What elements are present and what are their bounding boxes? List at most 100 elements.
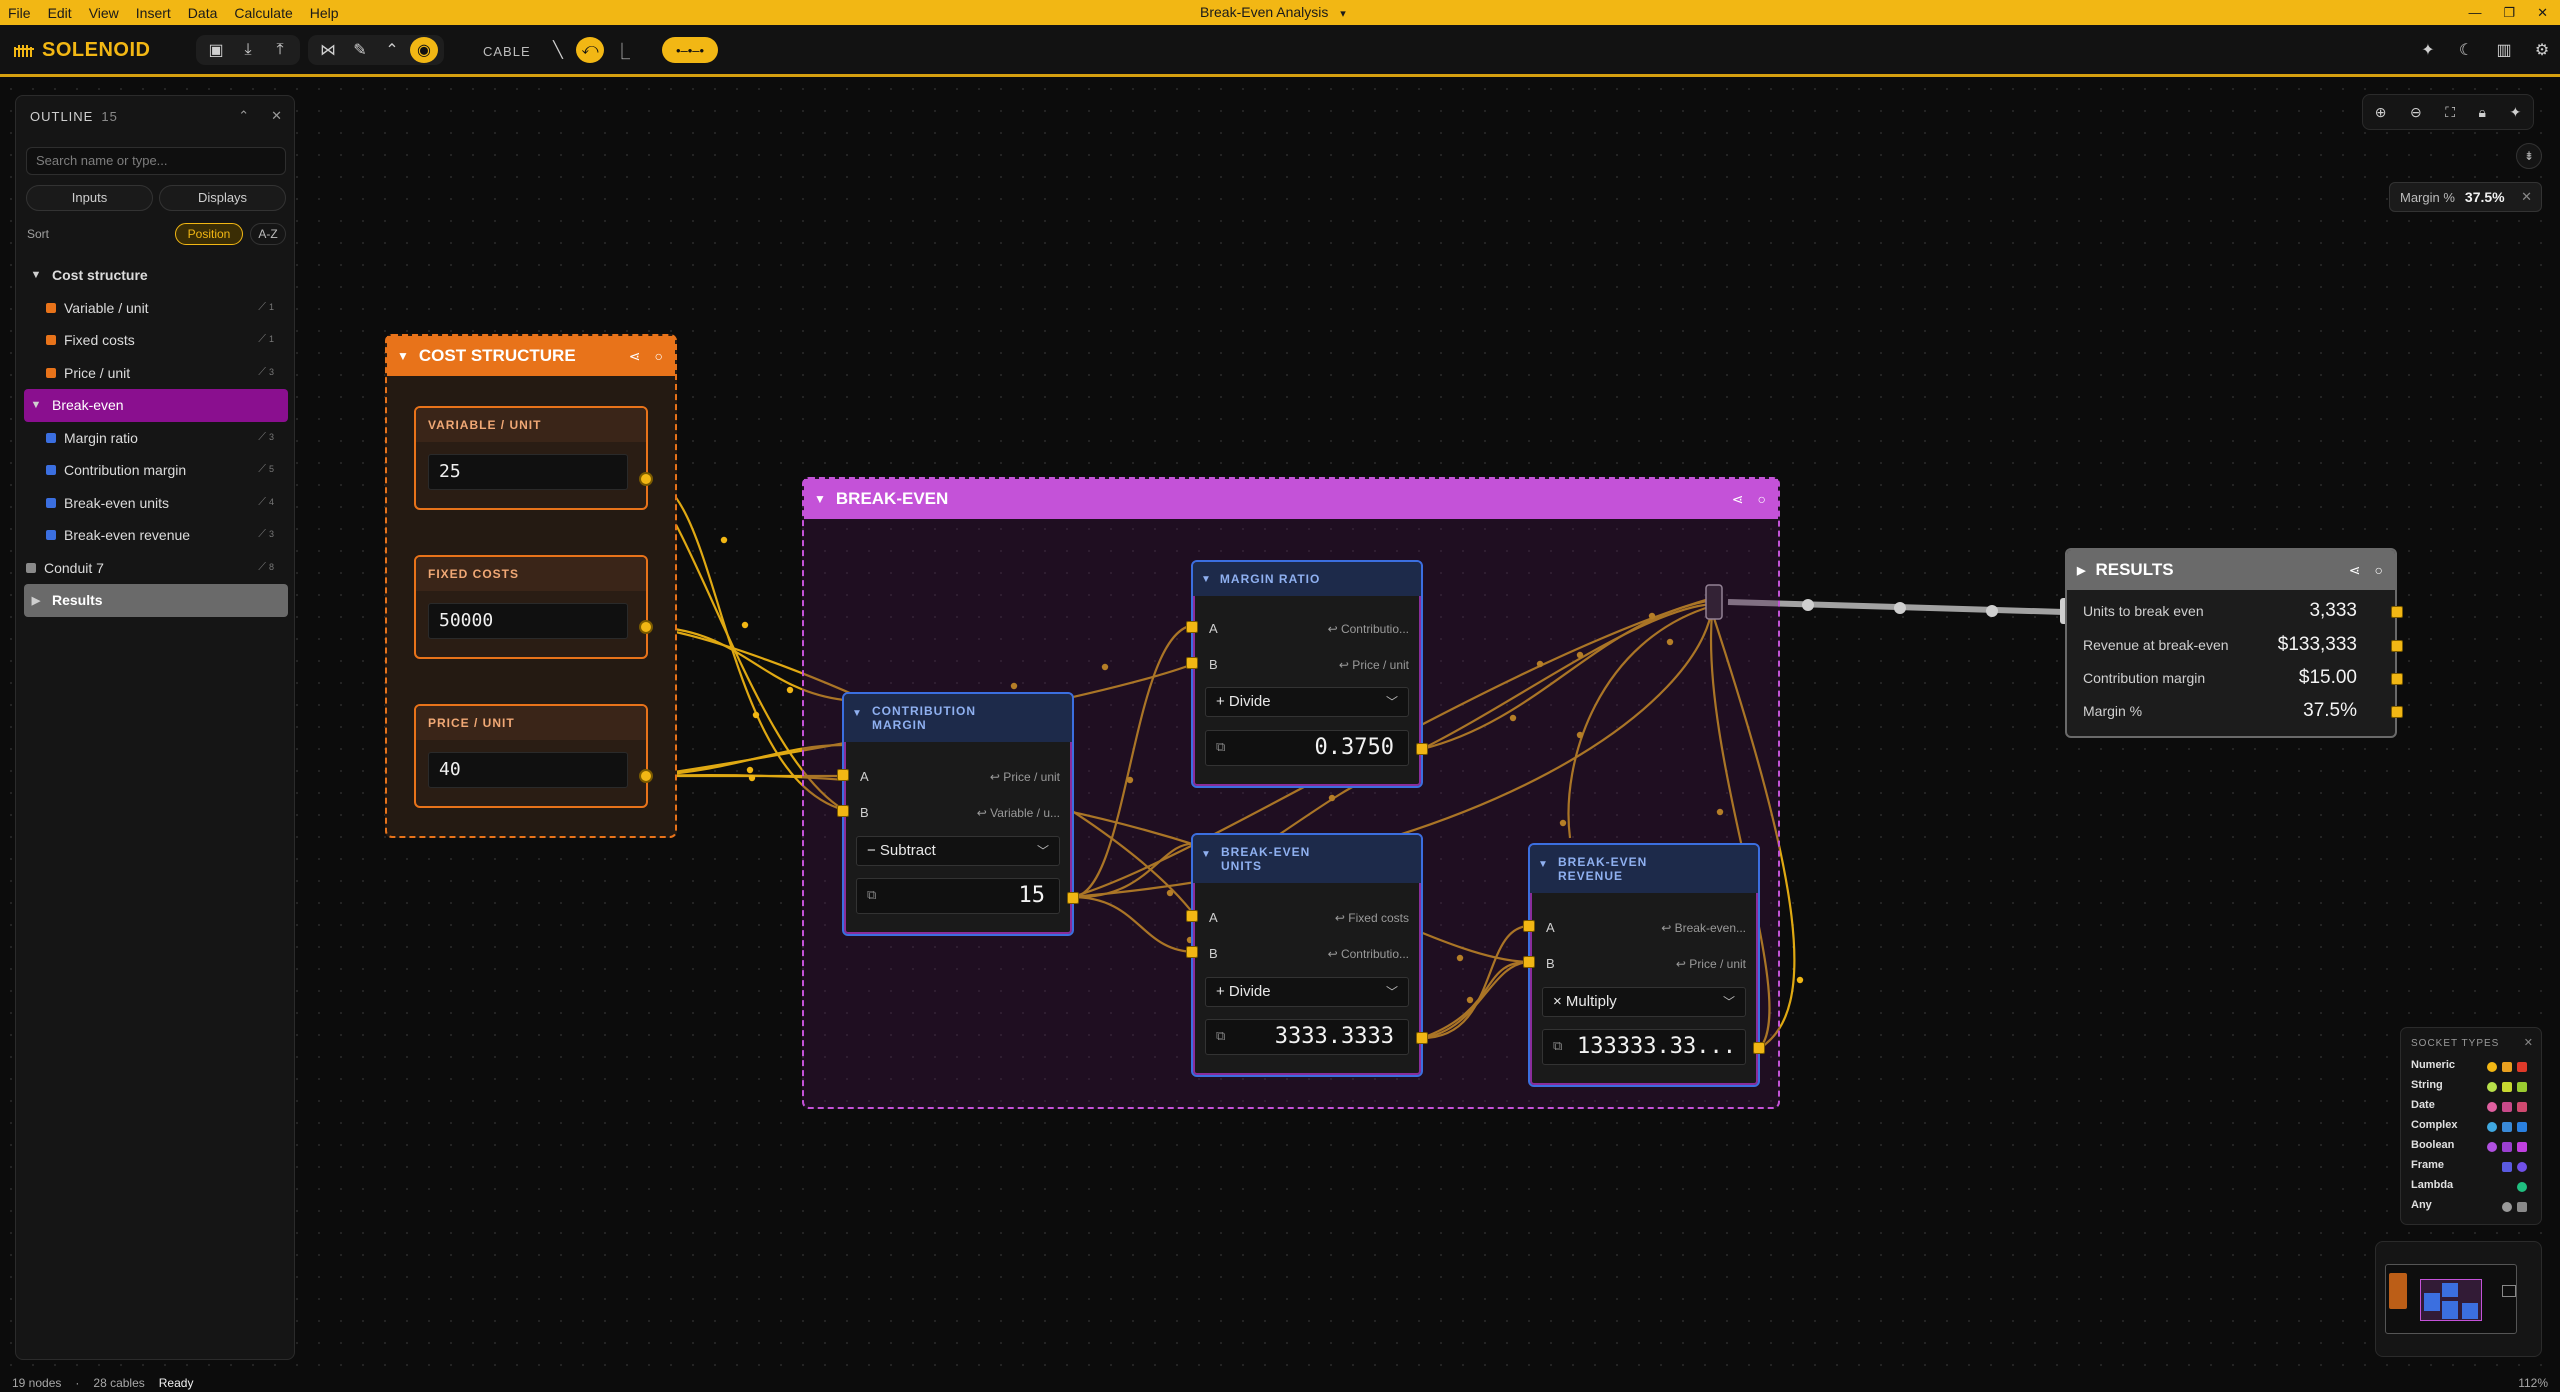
operation-select[interactable]: − Subtract ﹀ — [856, 836, 1060, 866]
minimap-viewport[interactable] — [2385, 1264, 2517, 1334]
operation-select[interactable]: + Divide ﹀ — [1205, 977, 1409, 1007]
step-cable-icon[interactable]: ⎿ — [613, 44, 630, 61]
node-header[interactable]: ▼ MARGIN RATIO — [1193, 562, 1421, 596]
tree-item-cost-structure[interactable]: ▼ Cost structure — [24, 259, 288, 292]
input-node-variable-unit[interactable]: VARIABLE / UNIT 25 — [414, 406, 648, 510]
tree-item-contribution-margin[interactable]: Contribution margin ⟋5 — [24, 454, 288, 487]
download-icon[interactable]: ⤓ — [244, 41, 252, 58]
operation-select[interactable]: + Divide ﹀ — [1205, 687, 1409, 717]
fixed-costs-input[interactable]: 50000 — [428, 603, 628, 639]
copy-icon[interactable]: ⧉ — [1216, 1029, 1226, 1044]
op-node-break-even-revenue[interactable]: ▼ BREAK-EVEN REVENUE A ↩ Break-even... B… — [1528, 843, 1760, 1087]
chevron-down-icon[interactable]: ▼ — [1538, 859, 1549, 870]
sort-position-button[interactable]: Position — [175, 223, 243, 245]
input-node-fixed-costs[interactable]: FIXED COSTS 50000 — [414, 555, 648, 659]
price-unit-output-socket[interactable] — [639, 769, 653, 783]
chevron-right-icon[interactable]: ▶ — [2077, 564, 2086, 577]
close-icon[interactable]: ✕ — [2523, 1037, 2533, 1049]
price-unit-input[interactable]: 40 — [428, 752, 628, 788]
operation-select[interactable]: × Multiply ﹀ — [1542, 987, 1746, 1017]
document-title[interactable]: Break-Even Analysis ▾ — [1200, 0, 1346, 25]
variable-unit-output-socket[interactable] — [639, 472, 653, 486]
node-header[interactable]: ▼ BREAK-EVEN UNITS — [1193, 835, 1421, 883]
node-header[interactable]: ▼ BREAK-EVEN REVENUE — [1530, 845, 1758, 893]
tree-item-conduit-7[interactable]: Conduit 7 ⟋8 — [24, 552, 288, 585]
straight-cable-icon[interactable]: ╲ — [553, 42, 563, 59]
ratio-output-socket[interactable] — [1416, 743, 1428, 755]
revenue-a-socket[interactable] — [1523, 920, 1535, 932]
frame-header[interactable]: ▼ BREAK-EVEN ⋖ ○ — [804, 479, 1778, 519]
units-output-socket[interactable] — [1416, 1032, 1428, 1044]
units-a-socket[interactable] — [1186, 910, 1198, 922]
cable-dots-toggle[interactable]: •–•–• — [662, 37, 718, 63]
menu-calculate[interactable]: Calculate — [234, 4, 293, 21]
wand-icon[interactable]: ✦ — [2421, 42, 2435, 59]
pin-icon[interactable]: ⇟ — [2516, 143, 2542, 169]
node-header[interactable]: ▼ CONTRIBUTION MARGIN — [844, 694, 1072, 742]
pen-icon[interactable]: ✎ — [353, 42, 367, 59]
share-graph-icon[interactable]: ⋈ — [320, 42, 336, 59]
minimize-icon[interactable]: — — [2468, 5, 2482, 20]
node-header[interactable]: ▶ RESULTS ⋖ ○ — [2067, 550, 2395, 590]
curved-cable-icon[interactable]: ⤺ — [576, 37, 604, 63]
circle-toggle-icon[interactable]: ○ — [1757, 490, 1766, 507]
menu-view[interactable]: View — [88, 4, 119, 21]
watch-chip[interactable]: Margin % 37.5% ✕ — [2389, 182, 2542, 212]
book-icon[interactable]: ▥ — [2496, 42, 2512, 59]
result-units-socket[interactable] — [2391, 606, 2403, 618]
filter-tab-displays[interactable]: Displays — [159, 185, 286, 211]
chevron-down-icon[interactable]: ▼ — [30, 399, 42, 412]
tree-item-break-even[interactable]: ▼ Break-even — [24, 389, 288, 422]
variable-unit-input[interactable]: 25 — [428, 454, 628, 490]
tree-item-price-unit[interactable]: Price / unit ⟋3 — [24, 357, 288, 390]
tree-item-results[interactable]: ▶ Results — [24, 584, 288, 617]
revenue-b-socket[interactable] — [1523, 956, 1535, 968]
filter-tab-inputs[interactable]: Inputs — [26, 185, 153, 211]
chevron-down-icon[interactable]: ▼ — [1201, 849, 1212, 860]
contribution-b-socket[interactable] — [837, 805, 849, 817]
chevron-down-icon[interactable]: ▼ — [852, 708, 863, 719]
collapse-all-icon[interactable]: ⌃ — [238, 108, 250, 123]
result-margin-socket[interactable] — [2391, 706, 2403, 718]
result-contribution-socket[interactable] — [2391, 673, 2403, 685]
units-b-socket[interactable] — [1186, 946, 1198, 958]
menu-file[interactable]: File — [8, 4, 31, 21]
chevron-down-icon[interactable]: ▼ — [814, 492, 826, 506]
menu-edit[interactable]: Edit — [47, 4, 72, 21]
circle-toggle-icon[interactable]: ○ — [2374, 561, 2383, 578]
ratio-a-socket[interactable] — [1186, 621, 1198, 633]
tree-item-break-even-units[interactable]: Break-even units ⟋4 — [24, 487, 288, 520]
op-node-break-even-units[interactable]: ▼ BREAK-EVEN UNITS A ↩ Fixed costs B ↩ C… — [1191, 833, 1423, 1077]
save-icon[interactable]: ▣ — [208, 42, 224, 59]
close-window-icon[interactable]: ✕ — [2537, 4, 2548, 20]
revenue-output-socket[interactable] — [1753, 1042, 1765, 1054]
op-node-margin-ratio[interactable]: ▼ MARGIN RATIO A ↩ Contributio... B ↩ Pr… — [1191, 560, 1423, 788]
close-icon[interactable]: ✕ — [271, 108, 282, 123]
gear-icon[interactable]: ⚙ — [2534, 42, 2550, 59]
menu-data[interactable]: Data — [187, 4, 218, 21]
restore-icon[interactable]: ❐ — [2503, 4, 2516, 20]
zoom-in-icon[interactable]: ⊕ — [2374, 103, 2387, 120]
fit-view-icon[interactable]: ⛶ — [2445, 103, 2456, 120]
share-icon[interactable]: ⋖ — [1731, 490, 1744, 507]
results-node[interactable]: ▶ RESULTS ⋖ ○ Units to break even 3,333 … — [2065, 548, 2397, 738]
chevron-down-icon[interactable]: ▼ — [397, 349, 409, 363]
target-icon[interactable]: ◉ — [410, 37, 438, 63]
copy-icon[interactable]: ⧉ — [1553, 1039, 1563, 1054]
tree-item-break-even-revenue[interactable]: Break-even revenue ⟋3 — [24, 519, 288, 552]
op-node-contribution-margin[interactable]: ▼ CONTRIBUTION MARGIN A ↩ Price / unit B… — [842, 692, 1074, 936]
contribution-output-socket[interactable] — [1067, 892, 1079, 904]
sparkle-icon[interactable]: ✦ — [2509, 103, 2522, 120]
upload-icon[interactable]: ⤒ — [276, 41, 284, 58]
tree-item-variable-unit[interactable]: Variable / unit ⟋1 — [24, 292, 288, 325]
collapse-icon[interactable]: ⌃ — [385, 42, 399, 59]
moon-icon[interactable]: ☾ — [2458, 42, 2474, 59]
circle-toggle-icon[interactable]: ○ — [654, 347, 663, 364]
sort-az-button[interactable]: A-Z — [250, 223, 286, 245]
contribution-a-socket[interactable] — [837, 769, 849, 781]
outline-search-input[interactable]: Search name or type... — [26, 147, 286, 175]
frame-header[interactable]: ▼ COST STRUCTURE ⋖ ○ — [387, 336, 675, 376]
copy-icon[interactable]: ⧉ — [1216, 740, 1226, 755]
zoom-out-icon[interactable]: ⊖ — [2409, 103, 2422, 120]
tree-item-fixed-costs[interactable]: Fixed costs ⟋1 — [24, 324, 288, 357]
